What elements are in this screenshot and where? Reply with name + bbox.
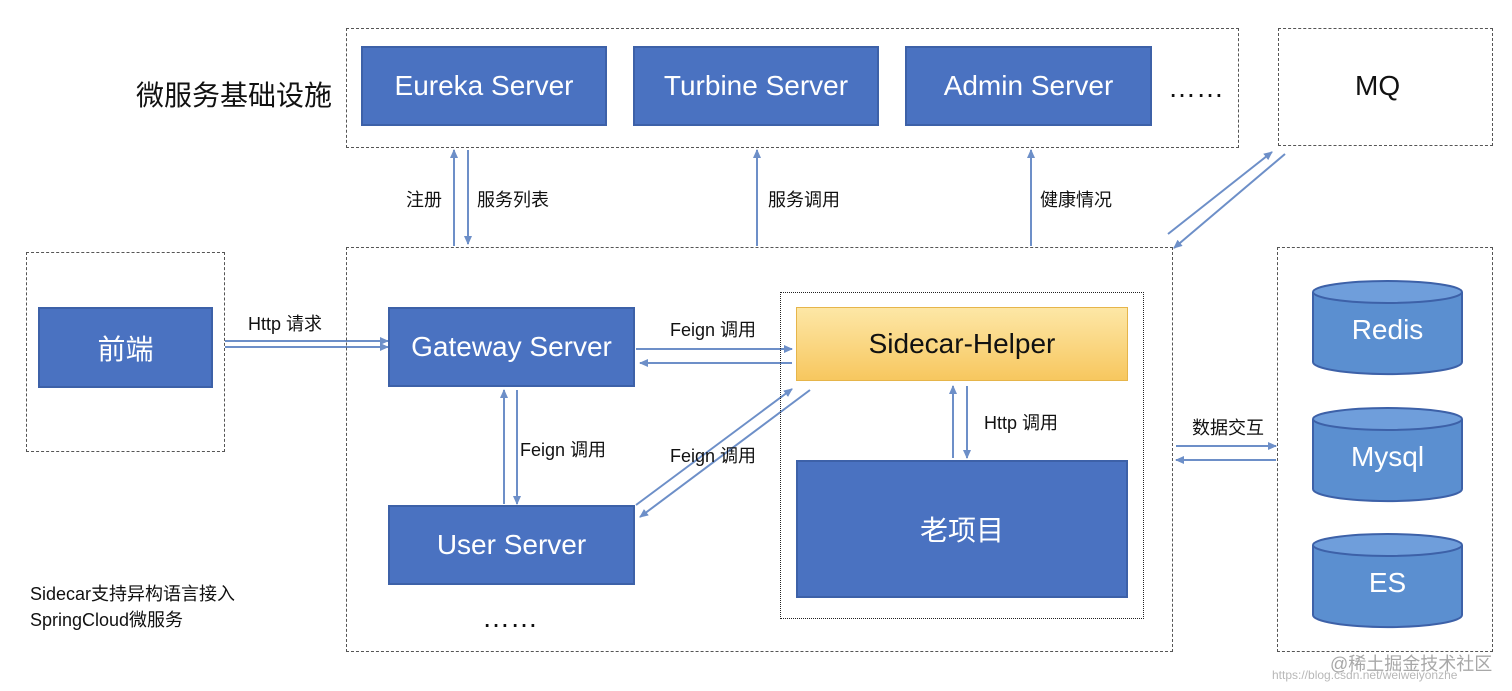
label-feign-gateway-user: Feign 调用 bbox=[520, 440, 607, 460]
cylinder-icon bbox=[1312, 407, 1463, 503]
frontend-container bbox=[26, 252, 225, 452]
arrow-sidecar-to-user bbox=[639, 389, 811, 518]
redis-label: Redis bbox=[1351, 314, 1424, 345]
turbine-server-box: Turbine Server bbox=[633, 46, 879, 126]
watermark-url: https://blog.csdn.net/weiweiyonzhe bbox=[1272, 668, 1458, 682]
infra-title: 微服务基础设施 bbox=[136, 80, 333, 111]
cylinder-icon bbox=[1312, 533, 1463, 629]
frontend-box: 前端 bbox=[38, 307, 213, 388]
services-more: …… bbox=[482, 602, 538, 633]
sidecar-container bbox=[780, 292, 1144, 619]
es-label: ES bbox=[1368, 567, 1407, 598]
user-server-box: User Server bbox=[388, 505, 635, 585]
label-service-call: 服务调用 bbox=[768, 190, 840, 210]
admin-server-box: Admin Server bbox=[905, 46, 1152, 126]
es-db: ES bbox=[1312, 533, 1463, 629]
services-container bbox=[346, 247, 1173, 652]
mq-label: MQ bbox=[1355, 70, 1401, 101]
label-http-request: Http 请求 bbox=[248, 314, 323, 334]
mysql-db: Mysql bbox=[1312, 407, 1463, 503]
legacy-project-box: 老项目 bbox=[796, 460, 1128, 598]
label-feign-gateway-sidecar: Feign 调用 bbox=[670, 320, 757, 340]
label-health: 健康情况 bbox=[1040, 190, 1112, 210]
infra-more: …… bbox=[1168, 72, 1224, 103]
eureka-server-box: Eureka Server bbox=[361, 46, 607, 126]
mq-container bbox=[1278, 28, 1493, 146]
gateway-server-box: Gateway Server bbox=[388, 307, 635, 387]
cylinder-icon bbox=[1312, 280, 1463, 376]
arrow-to-mq bbox=[1167, 151, 1273, 235]
note-line-2: SpringCloud微服务 bbox=[30, 610, 184, 630]
mysql-label: Mysql bbox=[1350, 441, 1425, 472]
sidecar-helper-box: Sidecar-Helper bbox=[796, 307, 1128, 381]
label-data-exchange: 数据交互 bbox=[1192, 418, 1264, 438]
note-line-1: Sidecar支持异构语言接入 bbox=[30, 584, 236, 604]
infra-container bbox=[346, 28, 1239, 148]
database-container bbox=[1277, 247, 1493, 652]
arrow-user-to-sidecar bbox=[635, 388, 793, 506]
label-service-list: 服务列表 bbox=[477, 190, 549, 210]
label-http-call: Http 调用 bbox=[984, 413, 1059, 433]
watermark-brand: @稀土掘金技术社区 bbox=[1330, 654, 1493, 674]
label-register: 注册 bbox=[406, 190, 442, 210]
arrow-from-mq bbox=[1173, 153, 1286, 249]
label-feign-user-sidecar: Feign 调用 bbox=[670, 446, 757, 466]
redis-db: Redis bbox=[1312, 280, 1463, 376]
